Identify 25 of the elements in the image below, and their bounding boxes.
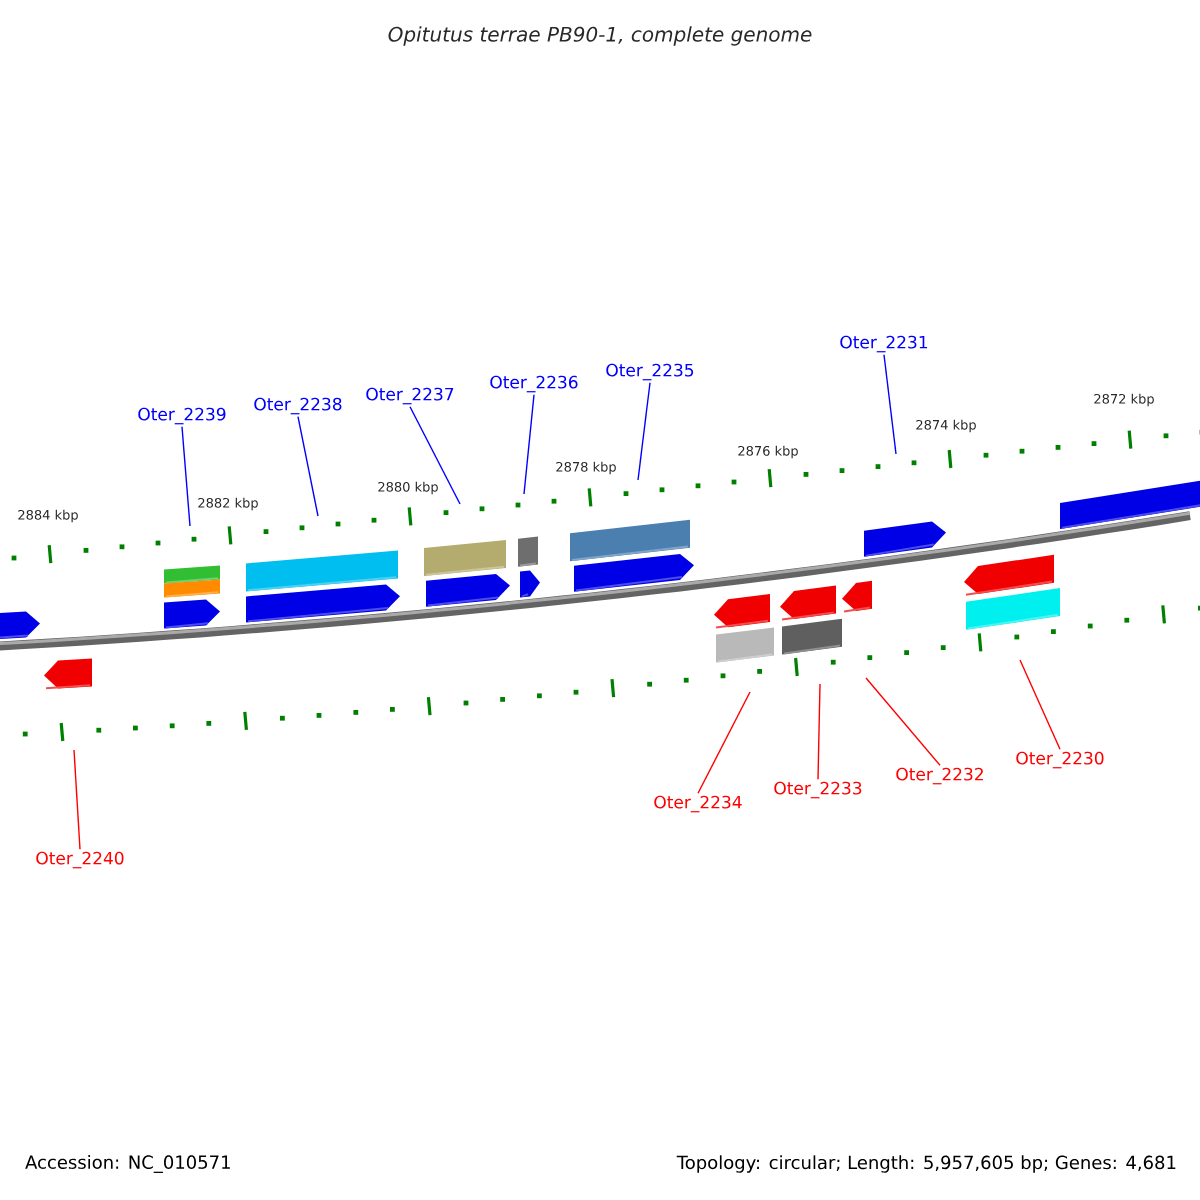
gene-label: Oter_2235	[606, 363, 694, 381]
genome-info-text: Topology: circular; Length: 5,957,605 bp; Genes: 4,681	[676, 1155, 1176, 1173]
leader-line	[697, 691, 751, 794]
leader-line	[883, 354, 897, 455]
leader-line	[181, 426, 191, 527]
gene-label: Oter_2230	[1016, 751, 1104, 769]
leader-line	[817, 683, 821, 780]
gene-label: Oter_2240	[36, 851, 124, 869]
gene-label: Oter_2231	[840, 335, 928, 353]
leader-line	[523, 394, 535, 495]
gene-label: Oter_2234	[654, 795, 742, 813]
gene-label: Oter_2236	[490, 375, 578, 393]
leader-line	[1019, 659, 1061, 750]
leader-line	[73, 749, 81, 850]
accession-text: Accession: NC_010571	[25, 1155, 230, 1173]
gene-label: Oter_2239	[138, 407, 226, 425]
leader-line	[637, 382, 651, 481]
gene-label: Oter_2233	[774, 781, 862, 799]
leader-line	[297, 416, 319, 517]
gene-label: Oter_2232	[896, 767, 983, 785]
gene-label: Oter_2238	[254, 397, 342, 415]
leader-line	[409, 406, 461, 505]
gene-label: Oter_2237	[366, 387, 454, 405]
title: Opitutus terrae PB90-1, complete genome	[388, 26, 812, 46]
leader-line	[865, 677, 941, 766]
